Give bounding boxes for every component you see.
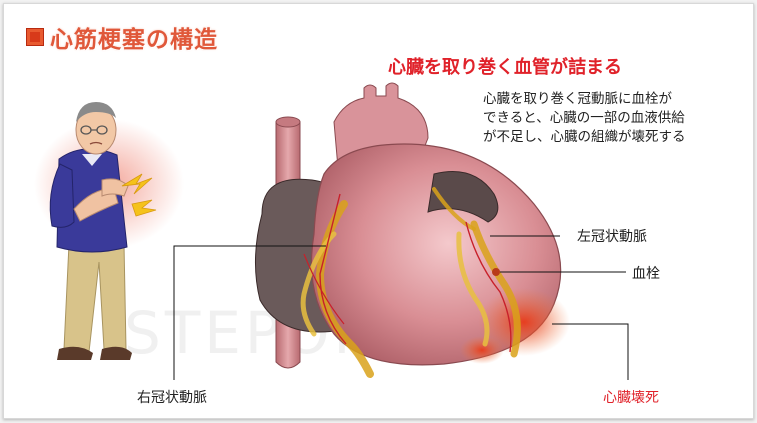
label-right-coronary: 右冠状動脈: [137, 387, 207, 407]
heart-illustration: [255, 83, 570, 374]
label-thrombus: 血栓: [632, 263, 660, 283]
thrombus-mark: [492, 268, 500, 276]
illustration: [4, 4, 753, 418]
label-necrosis: 心臓壊死: [603, 387, 659, 407]
label-left-coronary: 左冠状動脈: [577, 226, 647, 246]
patient-figure: [34, 102, 184, 360]
slide-frame: 心筋梗塞の構造 心臓を取り巻く血管が詰まる 心臓を取り巻く冠動脈に血栓が できる…: [3, 3, 754, 419]
